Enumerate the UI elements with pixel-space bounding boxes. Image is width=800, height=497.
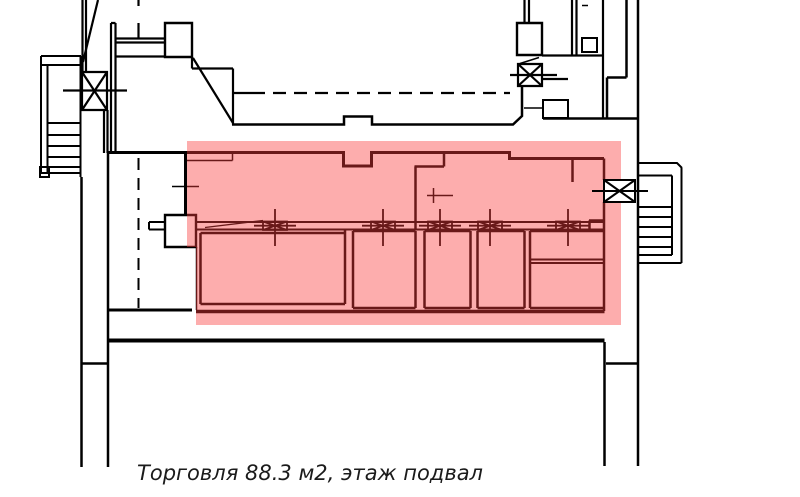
zone-top-wall [108, 153, 604, 167]
closet-box [165, 215, 196, 247]
window-symbol-top-center [510, 64, 557, 86]
building-outline [40, 0, 682, 467]
stair-right [638, 163, 682, 263]
highlight-zone-walls [108, 152, 605, 312]
zone-vestibule-walls [573, 159, 605, 312]
window-symbol-top-left [63, 72, 127, 110]
upper-outline [232, 86, 522, 125]
top-right-structure [517, 0, 638, 119]
window-symbol [254, 209, 296, 246]
zone-rooms [196, 230, 605, 312]
top-left-walls [83, 0, 108, 153]
zone-partition [415, 153, 445, 231]
lower-room [82, 153, 639, 468]
corridor-door-diagonal [205, 221, 263, 228]
window-symbol-right [592, 180, 648, 202]
top-center-structure [111, 0, 233, 153]
plan-caption: Торговля 88.3 м2, этаж подвал [137, 461, 483, 485]
door-ticks [172, 187, 453, 204]
stair-left [40, 56, 81, 177]
highlight-overlay [187, 141, 621, 325]
